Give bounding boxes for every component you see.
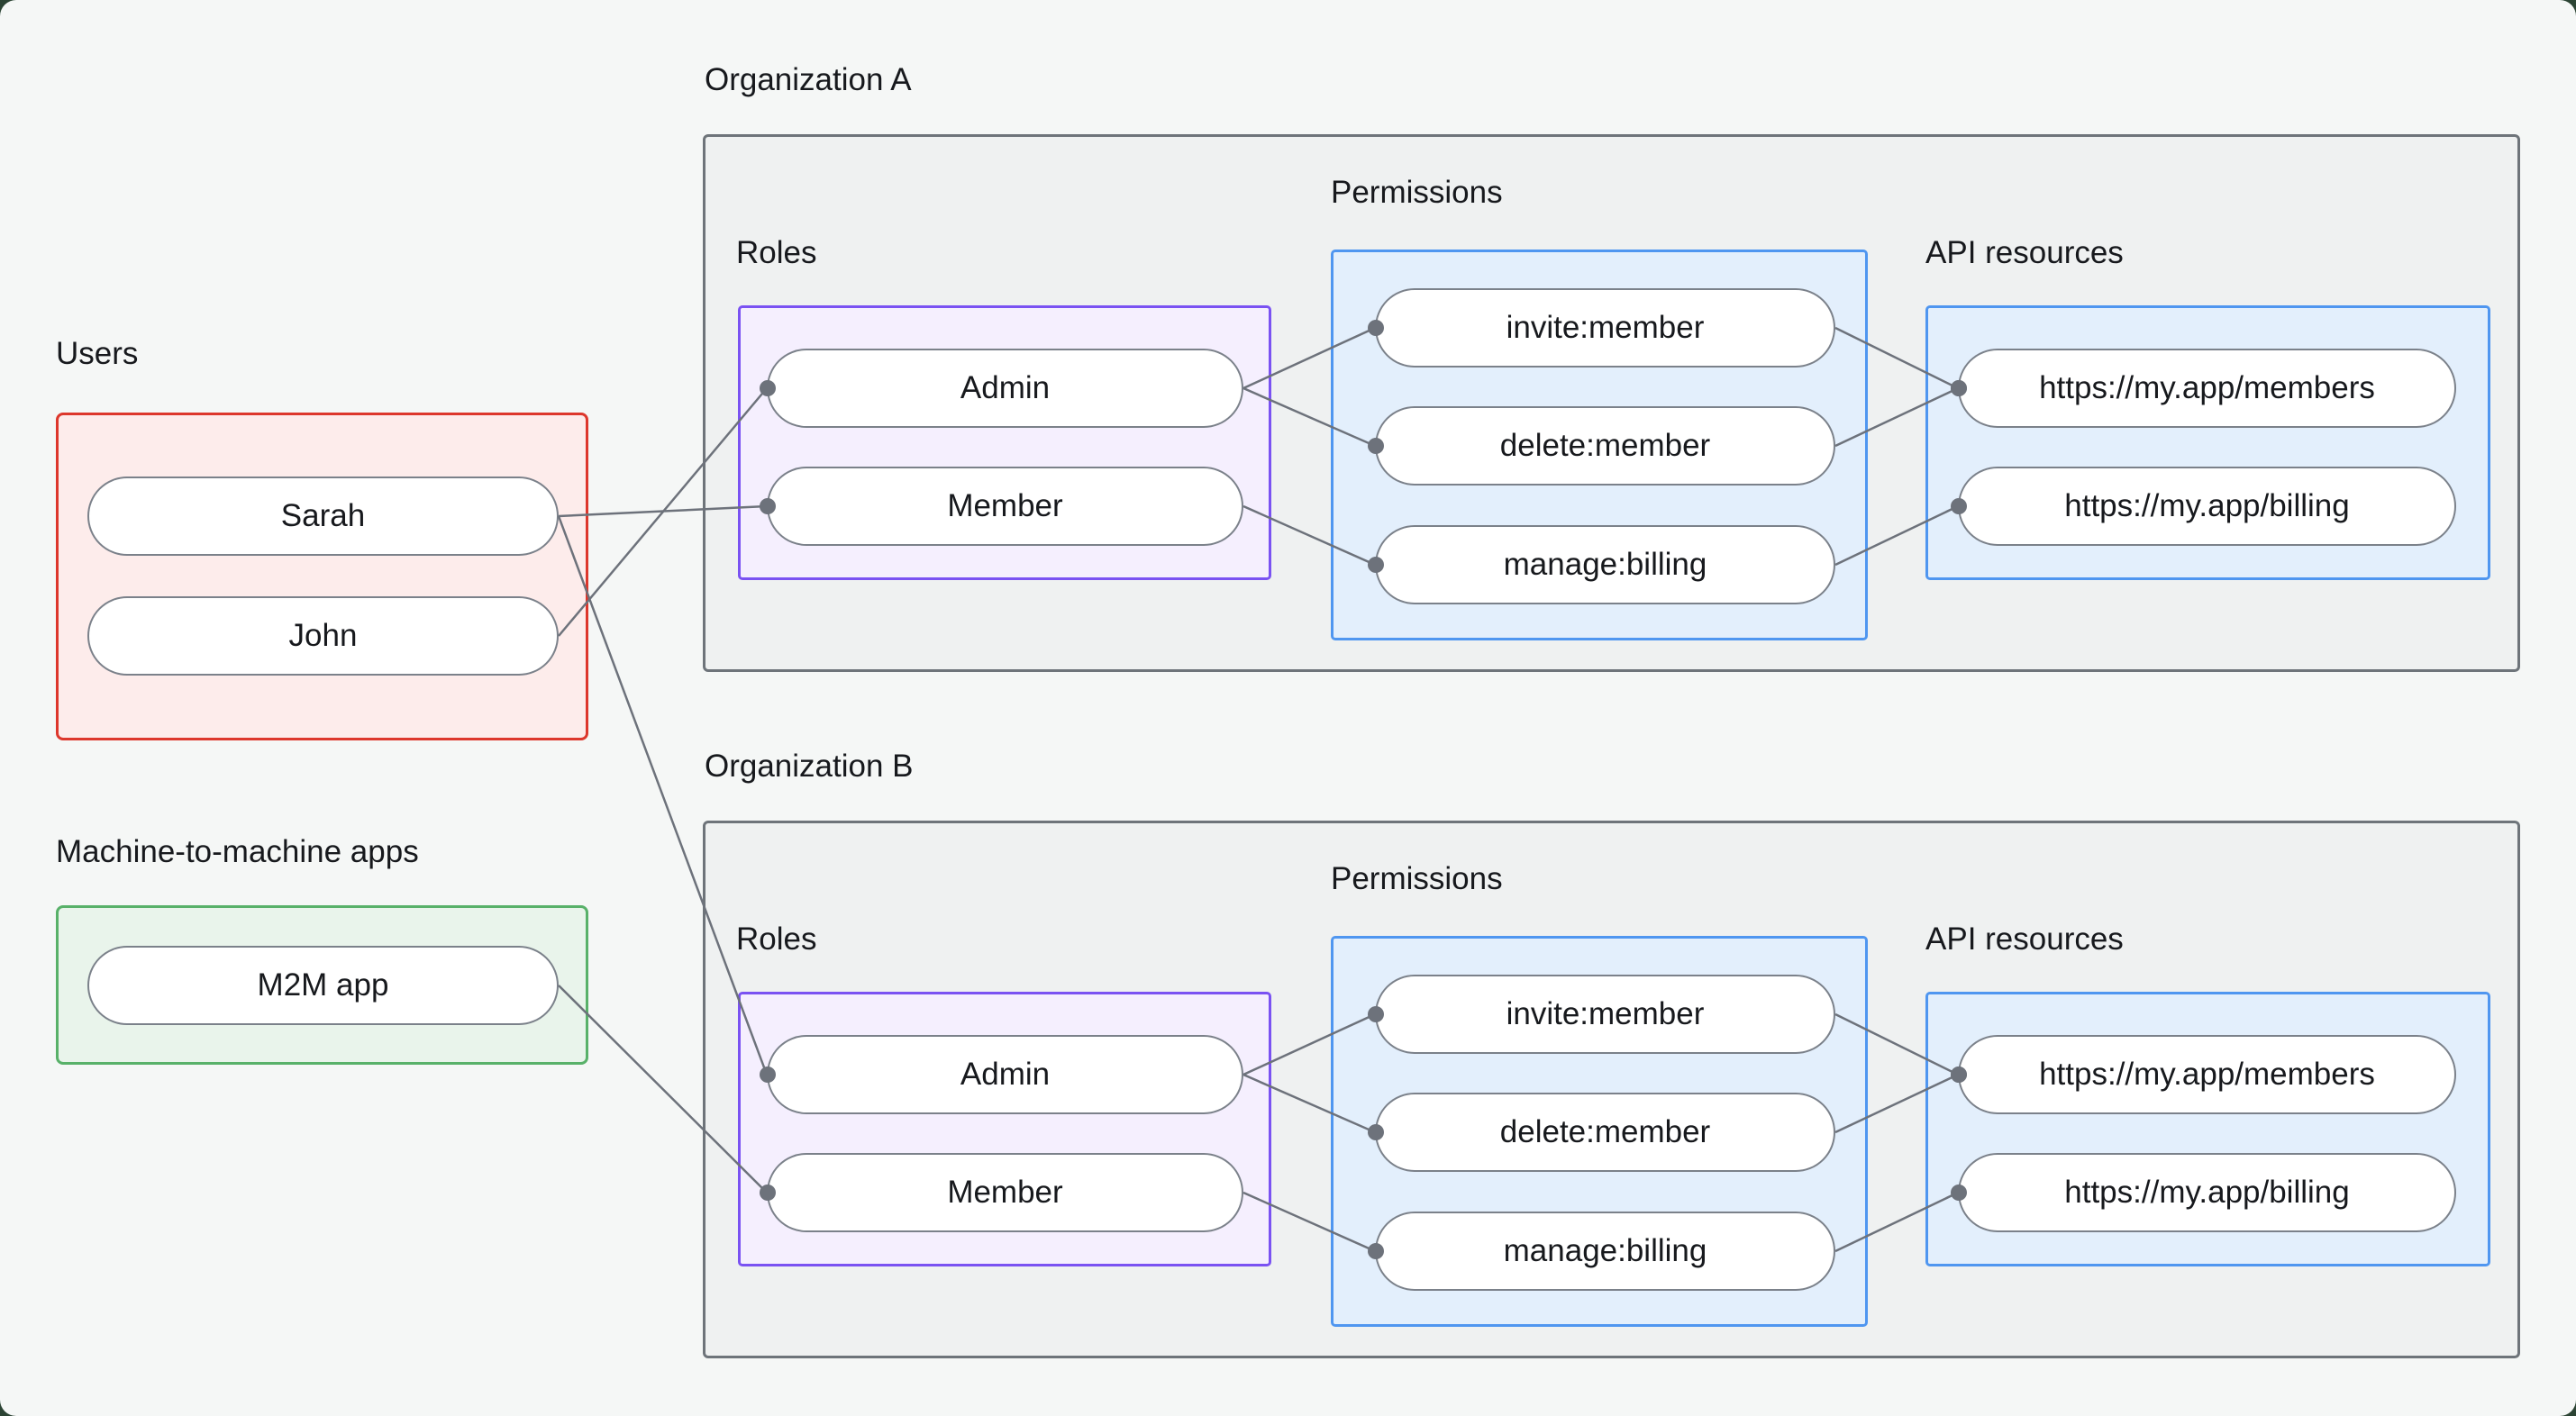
node-org-a-permission-manage-billing: manage:billing [1375,525,1835,604]
users-box [56,413,588,740]
node-user-john: John [87,596,559,676]
org-a-permissions-label: Permissions [1331,175,1503,210]
org-b-roles-label: Roles [736,921,817,957]
node-org-b-api-members: https://my.app/members [1958,1035,2456,1114]
node-m2m-app: M2M app [87,946,559,1025]
org-a-roles-label: Roles [736,235,817,270]
org-b-api-label: API resources [1925,921,2124,957]
node-user-sarah: Sarah [87,477,559,556]
node-org-a-api-billing: https://my.app/billing [1958,467,2456,546]
org-a-api-label: API resources [1925,235,2124,270]
node-org-a-permission-delete-member: delete:member [1375,406,1835,486]
node-org-a-permission-invite-member: invite:member [1375,288,1835,368]
org-b-label: Organization B [705,749,914,784]
org-a-label: Organization A [705,62,912,97]
node-org-b-api-billing: https://my.app/billing [1958,1153,2456,1232]
node-org-a-api-members: https://my.app/members [1958,349,2456,428]
node-org-b-permission-manage-billing: manage:billing [1375,1212,1835,1291]
node-org-b-permission-delete-member: delete:member [1375,1093,1835,1172]
node-org-b-role-admin: Admin [767,1035,1243,1114]
node-org-b-permission-invite-member: invite:member [1375,975,1835,1054]
org-b-permissions-label: Permissions [1331,861,1503,896]
node-org-b-role-member: Member [767,1153,1243,1232]
node-org-a-role-admin: Admin [767,349,1243,428]
users-section-label: Users [56,336,139,371]
node-org-a-role-member: Member [767,467,1243,546]
m2m-section-label: Machine-to-machine apps [56,834,419,869]
